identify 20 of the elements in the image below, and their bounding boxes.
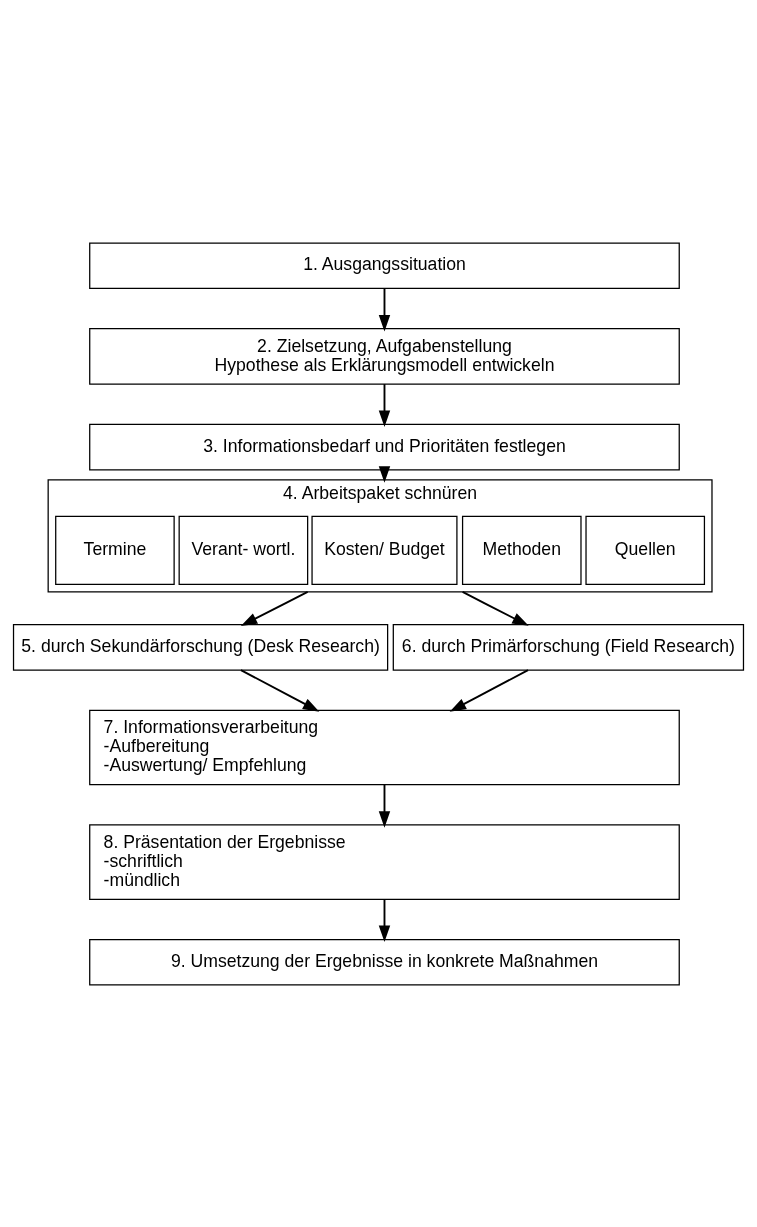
arrow [240, 590, 309, 626]
arrow [378, 783, 391, 828]
node-box: 7. Informationsverarbeitung -Aufbereitung -Auswertung/ Empfehlung [89, 709, 680, 785]
node-box: 5. durch Sekundärforschung (Desk Research) [12, 623, 389, 671]
node-box: 1. Ausgangssituation [89, 241, 680, 289]
arrow [240, 668, 320, 712]
node-box: Termine [55, 515, 175, 585]
node-box: Quellen [585, 515, 706, 585]
arrow [378, 382, 391, 427]
arrow [378, 287, 391, 331]
node-box: 8. Präsentation der Ergebnisse -schriftlich -mündlich [89, 823, 680, 900]
node-box: 6. durch Primärforschung (Field Research) [392, 623, 745, 671]
node-box: 2. Zielsetzung, Aufgabenstellung Hypothese als Erklärungsmodell entwickeln [89, 327, 680, 385]
node-box: Methoden [461, 515, 582, 585]
node-box: Verant- wortl. [178, 515, 309, 585]
node-box: 9. Umsetzung der Ergebnisse in konkrete Maßnahmen [89, 938, 680, 986]
arrow [461, 590, 529, 626]
arrow [449, 668, 529, 712]
arrow [378, 898, 391, 942]
node-box: Kosten/ Budget [311, 515, 458, 585]
